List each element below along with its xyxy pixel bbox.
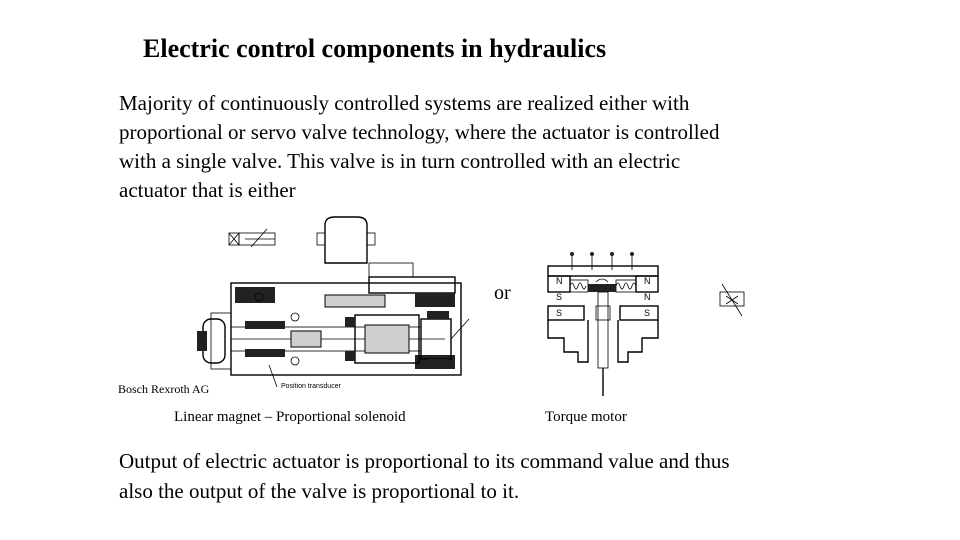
servo-valve-symbol-icon xyxy=(719,283,745,317)
proportional-solenoid-diagram: Position transducer xyxy=(197,216,470,390)
or-text: or xyxy=(494,282,511,304)
torque-motor-diagram: N N S N S S xyxy=(547,252,659,396)
pole-label: N xyxy=(556,276,563,286)
pole-label: S xyxy=(556,308,562,318)
intro-paragraph: Majority of continuously controlled syst… xyxy=(119,91,720,202)
caption-proportional-solenoid: Linear magnet – Proportional solenoid xyxy=(174,409,406,425)
image-credit: Bosch Rexroth AG xyxy=(118,382,210,396)
slide-title: Electric control components in hydraulic… xyxy=(143,34,607,63)
pole-label: N xyxy=(644,276,651,286)
pole-label: S xyxy=(644,308,650,318)
position-transducer-label: Position transducer xyxy=(281,383,342,390)
conclusion-paragraph: Output of electric actuator is proportio… xyxy=(119,449,730,503)
pole-label: N xyxy=(644,292,651,302)
solenoid-symbol-icon xyxy=(228,228,276,248)
caption-torque-motor: Torque motor xyxy=(545,409,627,425)
pole-label: S xyxy=(556,292,562,302)
